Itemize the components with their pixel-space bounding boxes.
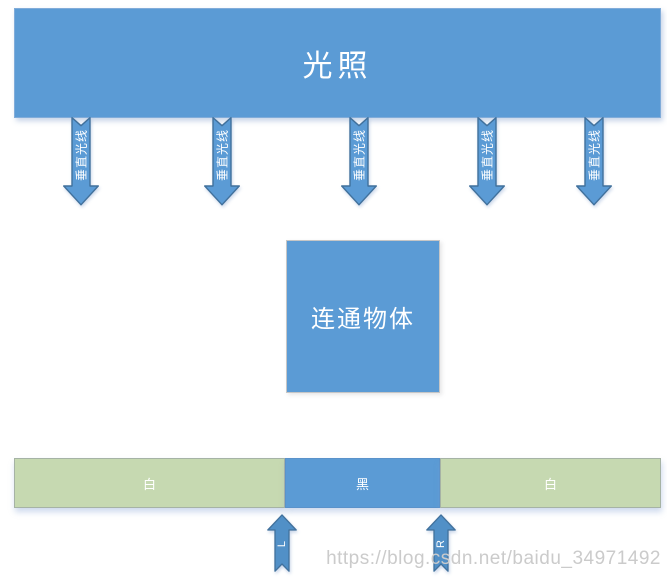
ray-label: 垂直光线	[587, 128, 602, 182]
vertical-ray-2: 垂直光线	[204, 117, 240, 206]
up-arrow-icon	[426, 514, 456, 572]
pointer-arrow-left: L	[267, 514, 297, 572]
surface-segment-label: 白	[543, 476, 557, 492]
vertical-ray-3: 垂直光线	[341, 117, 377, 206]
surface-segment-label: 黑	[355, 476, 369, 492]
down-arrow-icon	[204, 117, 240, 206]
down-arrow-icon	[63, 117, 99, 206]
connected-object-label: 连通物体	[311, 306, 415, 333]
vertical-ray-5: 垂直光线	[576, 117, 612, 206]
down-arrow-icon	[576, 117, 612, 206]
light-source-box: 光照	[14, 8, 661, 118]
light-source-label: 光照	[302, 50, 373, 83]
pointer-label-r: R	[435, 540, 447, 548]
connected-object-box: 连通物体	[286, 240, 440, 393]
ray-label: 垂直光线	[215, 128, 230, 182]
vertical-ray-1: 垂直光线	[63, 117, 99, 206]
up-arrow-icon	[267, 514, 297, 572]
ray-label: 垂直光线	[480, 128, 495, 182]
surface-segment-white-left: 白	[14, 458, 285, 508]
ray-label: 垂直光线	[74, 128, 89, 182]
pointer-arrow-right: R	[426, 514, 456, 572]
down-arrow-icon	[469, 117, 505, 206]
surface-segment-black: 黑	[285, 458, 440, 508]
vertical-ray-4: 垂直光线	[469, 117, 505, 206]
watermark-text: https://blog.csdn.net/baidu_34971492	[326, 548, 661, 569]
ray-label: 垂直光线	[352, 128, 367, 182]
surface-segment-white-right: 白	[440, 458, 661, 508]
surface-segment-label: 白	[142, 476, 156, 492]
pointer-label-l: L	[276, 540, 288, 548]
down-arrow-icon	[341, 117, 377, 206]
